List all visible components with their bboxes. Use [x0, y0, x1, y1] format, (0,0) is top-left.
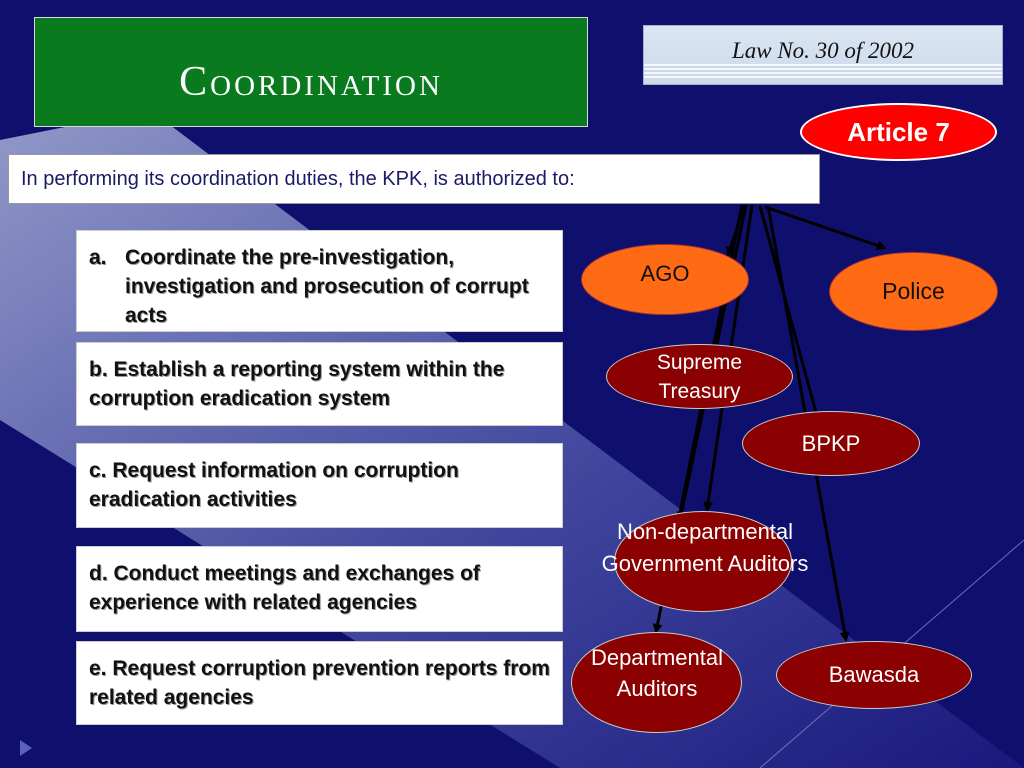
item-e-text: e. Request corruption prevention reports…: [89, 657, 550, 709]
item-d-text: d. Conduct meetings and exchanges of exp…: [89, 562, 480, 614]
intro-box: In performing its coordination duties, t…: [8, 154, 820, 204]
agency-police-label: Police: [882, 278, 945, 304]
item-a-marker: a.: [89, 246, 107, 269]
law-reference-box: Law No. 30 of 2002: [643, 25, 1003, 85]
agency-bawasda-label: Bawasda: [828, 662, 920, 687]
agency-ago: AGO: [581, 244, 749, 315]
agency-non-departmental-label: Non-departmental Government Auditors: [601, 519, 809, 576]
item-c-text: c. Request information on corruption era…: [89, 459, 459, 511]
authority-item-a: a. Coordinate the pre-investigation, inv…: [76, 230, 563, 332]
item-b-text: b. Establish a reporting system within t…: [89, 358, 505, 410]
agency-bpkp-label: BPKP: [801, 430, 861, 456]
intro-text: In performing its coordination duties, t…: [21, 167, 575, 190]
article-badge: Article 7: [800, 103, 997, 161]
authority-item-b: b. Establish a reporting system within t…: [76, 342, 563, 426]
agency-departmental: [571, 632, 742, 733]
article-label: Article 7: [847, 116, 950, 147]
item-a-text: Coordinate the pre-investigation, invest…: [125, 246, 529, 327]
authority-item-d: d. Conduct meetings and exchanges of exp…: [76, 546, 563, 632]
agency-ago-label: AGO: [640, 261, 690, 286]
law-box-stripes: [644, 64, 1002, 78]
agency-supreme-treasury-label: Supreme Treasury: [656, 350, 743, 403]
law-reference: Law No. 30 of 2002: [731, 38, 915, 63]
agency-police: Police: [829, 252, 998, 331]
slide-title: Coordination: [179, 59, 443, 105]
title-box: Coordination: [34, 17, 588, 127]
authority-item-c: c. Request information on corruption era…: [76, 443, 563, 528]
agency-non-departmental: [614, 511, 792, 612]
agency-bawasda: Bawasda: [776, 641, 972, 709]
authority-item-e: e. Request corruption prevention reports…: [76, 641, 563, 725]
agency-supreme-treasury: Supreme Treasury: [606, 344, 793, 409]
agency-bpkp: BPKP: [742, 411, 920, 476]
agency-departmental-label: Departmental Auditors: [590, 645, 724, 701]
